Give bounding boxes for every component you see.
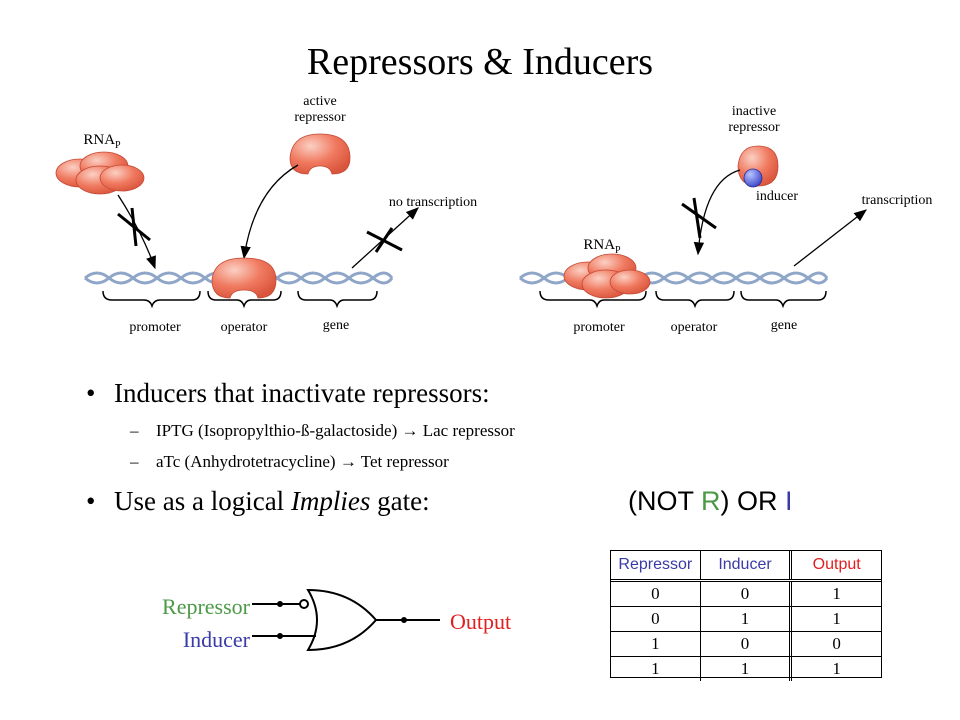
gate-output-label: Output bbox=[450, 609, 512, 634]
repressor-release-arrow bbox=[693, 169, 741, 256]
block-x-operator-right bbox=[681, 197, 717, 239]
table-cell: 0 bbox=[701, 632, 793, 656]
rnap-label-left: RNAP bbox=[83, 132, 121, 151]
table-cell: 1 bbox=[611, 657, 701, 681]
inducer-molecule-icon bbox=[743, 168, 763, 188]
table-cell: 1 bbox=[832, 584, 841, 603]
rnap-right-icon bbox=[563, 253, 651, 299]
inducer-label: inducer bbox=[756, 189, 798, 204]
active-repressor-icon bbox=[289, 133, 351, 175]
header-output: Output bbox=[812, 556, 861, 573]
arrow-right-icon: → bbox=[401, 421, 423, 440]
rnap-label-right: RNAP bbox=[583, 237, 621, 256]
gate-input-inducer-label: Inducer bbox=[182, 627, 250, 652]
bound-repressor-icon bbox=[211, 257, 277, 299]
table-cell: 1 bbox=[611, 632, 701, 656]
page-title: Repressors & Inducers bbox=[306, 41, 654, 83]
bullet-dot: • bbox=[86, 378, 96, 408]
gate-input-repressor-label: Repressor bbox=[162, 594, 250, 619]
operator-label-right: operator bbox=[670, 320, 718, 335]
header-repressor: Repressor bbox=[611, 551, 701, 579]
gene-label-left: gene bbox=[322, 318, 350, 333]
no-transcription-label: no transcription bbox=[388, 195, 478, 210]
table-cell: 1 bbox=[701, 657, 793, 681]
bullet-dot: • bbox=[86, 486, 96, 516]
table-cell: 0 bbox=[611, 582, 701, 606]
table-cell: 0 bbox=[701, 582, 793, 606]
implies-formula: (NOT R) OR I bbox=[628, 486, 793, 516]
gene-label-right: gene bbox=[770, 318, 798, 333]
transcription-arrow bbox=[793, 209, 868, 267]
sub-bullet-iptg: –IPTG (Isopropylthio-ß-galactoside) → La… bbox=[130, 421, 515, 440]
table-cell: 1 bbox=[832, 659, 841, 678]
dash-glyph: – bbox=[130, 421, 139, 440]
braces-left bbox=[102, 290, 378, 309]
block-x-promoter-left bbox=[117, 207, 151, 247]
bullet-inducers: •Inducers that inactivate repressors: bbox=[86, 378, 490, 408]
promoter-label-right: promoter bbox=[573, 320, 625, 335]
header-inducer: Inducer bbox=[701, 551, 793, 579]
bullet-implies-gate: •Use as a logical Implies gate: bbox=[86, 486, 430, 516]
table-cell: 0 bbox=[832, 634, 841, 653]
repressor-binding-arrow bbox=[240, 164, 299, 260]
dash-glyph: – bbox=[130, 452, 139, 471]
sub-bullet-atc: –aTc (Anhydrotetracycline) → Tet repress… bbox=[130, 452, 449, 471]
table-cell: 1 bbox=[832, 609, 841, 628]
table-cell: 1 bbox=[701, 607, 793, 631]
block-x-gene-left bbox=[366, 227, 403, 253]
table-cell: 0 bbox=[611, 607, 701, 631]
truth-table-header: Repressor Inducer Output bbox=[611, 551, 881, 582]
transcription-label: transcription bbox=[861, 193, 933, 208]
rnap-left-icon bbox=[55, 151, 145, 195]
arrow-right-icon: → bbox=[339, 452, 361, 471]
braces-right bbox=[539, 290, 827, 309]
promoter-label-left: promoter bbox=[129, 320, 181, 335]
operator-label-left: operator bbox=[220, 320, 268, 335]
